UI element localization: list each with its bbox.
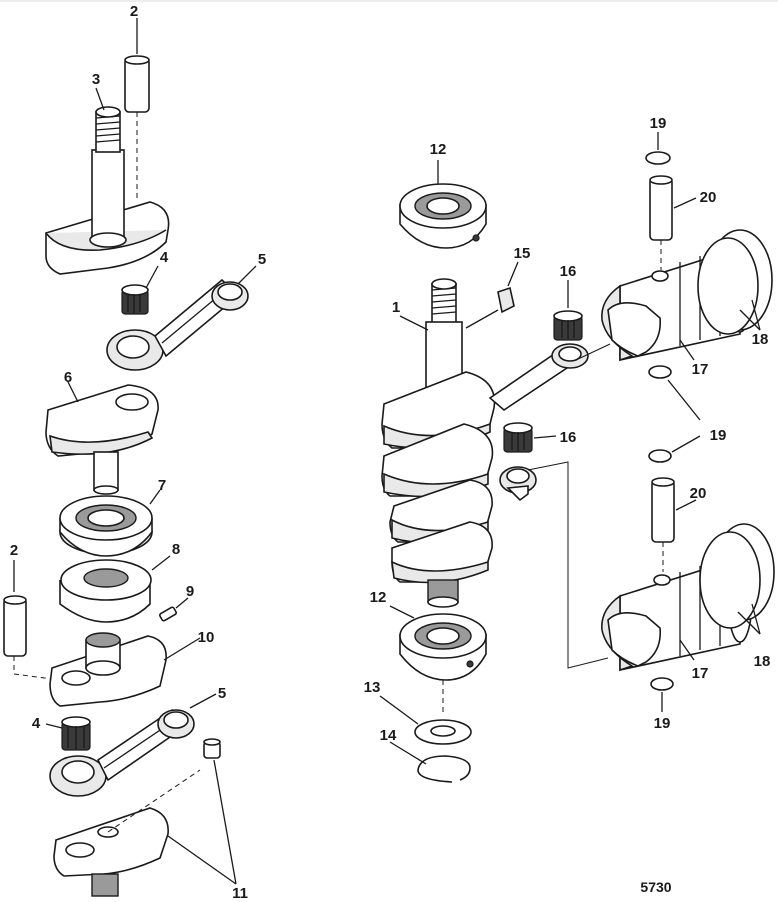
- part-19-retaining-ring-upper-a: [645, 132, 671, 165]
- assembly-line-upper-piston: [575, 343, 611, 361]
- callout-13: 13: [364, 679, 381, 696]
- callout-10: 10: [198, 629, 215, 646]
- part-12-lower-ball-bearing: [389, 605, 487, 716]
- callout-18-top: 18: [752, 331, 769, 348]
- part-8-bearing-sleeve: [59, 555, 171, 623]
- callout-19-top: 19: [650, 115, 667, 132]
- callout-5-lower: 5: [218, 685, 226, 702]
- callout-16-lower: 16: [560, 429, 577, 446]
- part-3-upper-crank-end: [45, 87, 170, 275]
- callout-11: 11: [232, 885, 248, 902]
- part-11-lower-crank-end: [53, 738, 237, 897]
- part-9-small-pin: [159, 597, 189, 622]
- part-15-woodruff-key: [465, 261, 519, 329]
- callout-4-lower: 4: [32, 715, 41, 732]
- callout-12-top: 12: [430, 141, 447, 158]
- callout-20-lower: 20: [690, 485, 707, 502]
- callout-6: 6: [64, 369, 72, 386]
- callout-14: 14: [380, 727, 397, 744]
- part-6-crank-web: [45, 381, 159, 495]
- callout-3: 3: [92, 71, 100, 88]
- part-5-connecting-rod-lower: [49, 693, 217, 797]
- callout-4-top: 4: [160, 249, 169, 266]
- part-19-retaining-ring-lower-a: [648, 435, 701, 463]
- callout-2-top: 2: [130, 3, 138, 20]
- part-1-crankshaft: [381, 278, 589, 608]
- callout-16-top: 16: [560, 263, 577, 280]
- callout-8: 8: [172, 541, 180, 558]
- callout-20-top: 20: [700, 189, 717, 206]
- assembly-line-lower-piston: [527, 461, 609, 669]
- part-4-needle-bearing-lower: [45, 716, 91, 751]
- part-19-retaining-ring-upper-b: [648, 365, 701, 421]
- part-10-crank-web-lower: [49, 632, 201, 707]
- callout-1: 1: [392, 299, 400, 316]
- part-2-dowel-pin-top: [124, 18, 150, 200]
- callout-2-lower: 2: [10, 542, 18, 559]
- callout-9: 9: [186, 583, 194, 600]
- part-16-needle-bearing-lower: [503, 422, 557, 453]
- part-7-ball-bearing: [59, 489, 161, 557]
- part-16-needle-bearing-upper: [553, 280, 583, 341]
- part-12-upper-ball-bearing: [399, 160, 487, 249]
- callout-19-mid: 19: [710, 427, 727, 444]
- callout-19-bottom: 19: [654, 715, 671, 732]
- callout-15: 15: [514, 245, 531, 262]
- part-5-connecting-rod-upper: [106, 265, 257, 371]
- part-18-piston-rings-upper: [697, 229, 773, 335]
- callout-17-lower: 17: [692, 665, 709, 682]
- part-2-dowel-pin-lower: [3, 560, 61, 681]
- figure-number: 5730: [640, 879, 671, 895]
- part-19-retaining-ring-lower-b: [650, 677, 674, 712]
- callout-17-top: 17: [692, 361, 709, 378]
- part-20-piston-pin-lower: [651, 477, 697, 572]
- part-18-piston-rings-lower: [699, 523, 775, 635]
- part-13-washer: [379, 695, 472, 745]
- part-14-snap-ring: [389, 741, 471, 783]
- callout-18-lower: 18: [754, 653, 771, 670]
- callout-7: 7: [158, 477, 166, 494]
- callout-12-lower: 12: [370, 589, 387, 606]
- part-20-piston-pin-upper: [649, 175, 697, 270]
- part-4-needle-bearing-upper: [121, 265, 159, 315]
- callout-5-top: 5: [258, 251, 266, 268]
